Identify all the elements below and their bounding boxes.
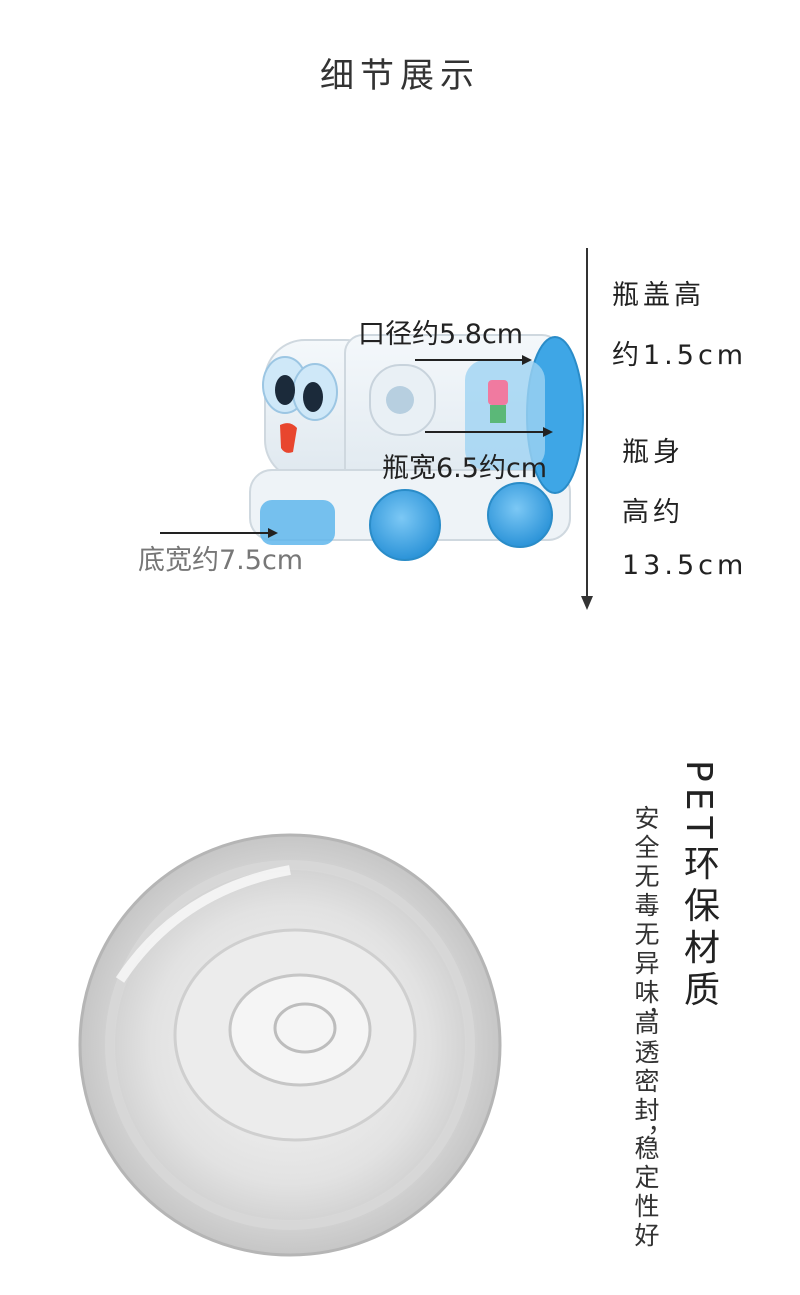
base-width-label: 底宽约7.5cm — [138, 545, 304, 576]
page-title: 细节展示 — [320, 56, 480, 96]
mouth-diameter-line — [415, 359, 525, 361]
body-height-line1: 瓶身 — [622, 437, 684, 468]
material-title: PET环保材质 — [678, 760, 719, 1013]
arrow-right-icon — [543, 427, 553, 437]
material-feature-1: 安全无毒无异味， — [631, 805, 660, 1037]
material-feature-3: 稳定性好 — [631, 1135, 660, 1251]
material-feature-2: 高透密封， — [631, 1010, 660, 1155]
bottle-base-photo — [78, 833, 502, 1257]
mouth-diameter-label: 口径约5.8cm — [358, 319, 524, 350]
cap-height-line1: 瓶盖高 — [612, 280, 705, 311]
arrow-right-icon — [268, 528, 278, 538]
body-height-line3: 13.5cm — [622, 550, 748, 581]
height-line — [586, 248, 588, 596]
base-width-line — [160, 532, 270, 534]
bottle-width-line — [425, 431, 545, 433]
train-bottle-image — [249, 334, 584, 561]
arrow-right-icon — [522, 355, 532, 365]
arrow-down-icon — [581, 596, 593, 610]
cap-height-line2: 约1.5cm — [612, 340, 748, 371]
bottle-width-label: 瓶宽6.5约cm — [382, 453, 548, 484]
body-height-line2: 高约 — [622, 497, 684, 528]
